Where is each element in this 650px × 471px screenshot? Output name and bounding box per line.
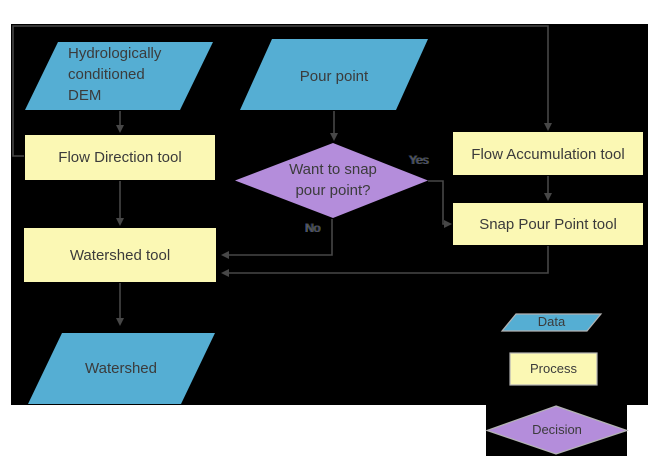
legend-data-label: Data [537, 314, 566, 329]
no-edge-label: No [305, 221, 321, 235]
arrowhead-to-watershed [116, 318, 124, 326]
watershed-shape [28, 333, 215, 404]
decision-label-line1: Want to snap [289, 161, 377, 178]
watershed-tool-shape [24, 228, 216, 282]
legend-process-label: Process [530, 361, 577, 376]
dem-label-line3: DEM [68, 87, 102, 104]
legend-decision-label: Decision [532, 422, 582, 437]
dem-label-line2: conditioned [68, 66, 145, 83]
connector-group [12, 25, 552, 326]
arrowhead-to-flow-accumulation [544, 123, 552, 131]
legend-data-shape [500, 313, 603, 332]
arrowhead-to-snap-left [444, 220, 452, 228]
pour-point-label: Pour point [299, 68, 369, 85]
arrowhead-no-to-watershed-tool [221, 251, 229, 259]
watershed-tool-label: Watershed tool [69, 247, 171, 264]
dem-label-line1: Hydrologically [68, 45, 162, 62]
arrowhead-to-flow-direction [116, 125, 124, 133]
connector-decision-no-to-watershed-tool [228, 219, 333, 256]
dem-shape [25, 42, 213, 110]
decision-label-line2: pour point? [295, 182, 371, 199]
flow-direction-shape [25, 135, 215, 180]
legend-process-shape [509, 352, 598, 386]
arrowhead-to-snap-top [544, 193, 552, 201]
connector-snap-to-watershed-tool [228, 246, 549, 274]
flow-accumulation-shape [453, 132, 643, 175]
arrowhead-snap-to-watershed-tool [221, 269, 229, 277]
arrowhead-to-decision [330, 133, 338, 141]
snap-pour-point-shape [453, 203, 643, 245]
arrowhead-to-watershed-tool-top [116, 218, 124, 226]
decision-label: Want to snap pour point? [245, 159, 421, 201]
flow-direction-label: Flow Direction tool [58, 149, 182, 166]
yes-edge-label: Yes [409, 153, 429, 167]
flow-accumulation-label: Flow Accumulation tool [471, 146, 625, 163]
snap-pour-point-label: Snap Pour Point tool [479, 216, 617, 233]
pour-point-shape [240, 39, 428, 110]
dem-label: Hydrologically conditioned DEM [68, 43, 161, 106]
decision-shape [235, 143, 428, 218]
connector-decision-yes-to-snap [428, 180, 445, 225]
legend-decision-shape [485, 405, 629, 455]
watershed-label: Watershed [85, 360, 157, 377]
connector-input-split [12, 25, 549, 157]
